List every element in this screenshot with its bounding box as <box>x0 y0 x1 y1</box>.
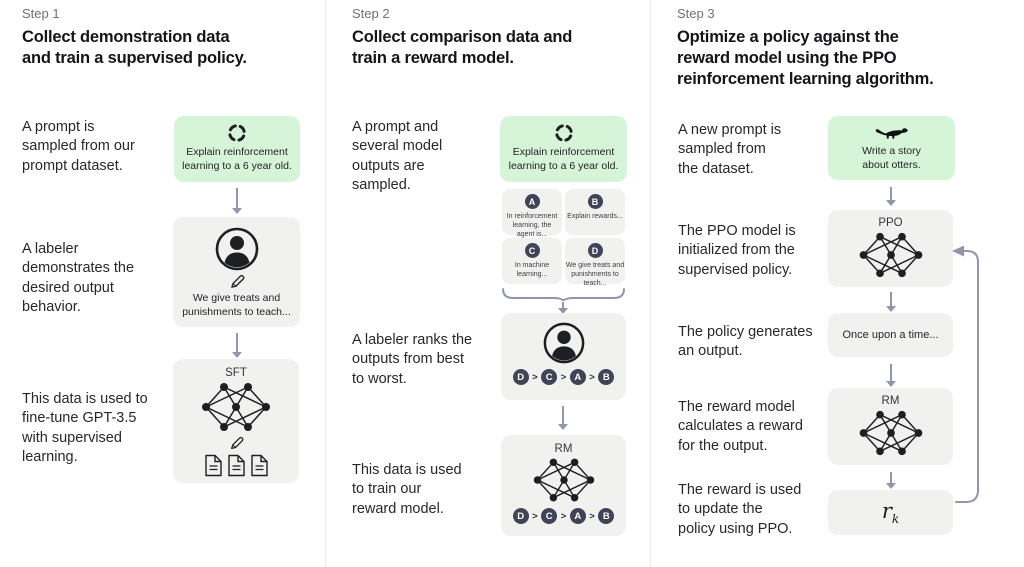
output-text: In reinforcement learning, the agent is.… <box>506 213 558 239</box>
output-letter-badge: C <box>524 243 540 258</box>
rank-badge: B <box>598 508 615 524</box>
policy-output-box: Once upon a time... <box>828 313 953 357</box>
step1-caption-prompt: A prompt is sampled from our prompt data… <box>22 119 135 174</box>
reward-value-box: rk <box>828 490 953 535</box>
step2-caption-sampled: A prompt and several model outputs are s… <box>352 119 443 194</box>
flow-arrow <box>886 292 896 312</box>
flow-arrow <box>232 333 242 358</box>
reward-value-text: rk <box>882 499 899 526</box>
rm-model-label: RM <box>881 395 900 407</box>
output-text: Explain rewards... <box>567 213 623 220</box>
output-box-d: D We give treats and punishments to teac… <box>565 238 625 287</box>
step3-caption-new-prompt: A new prompt is sampled from the dataset… <box>678 122 782 177</box>
flow-arrow <box>558 406 568 430</box>
step3-caption-update: The reward is used to update the policy … <box>678 482 802 537</box>
step2-column: Step 2 Collect comparison data and train… <box>325 0 650 567</box>
sft-model-label: SFT <box>225 367 247 379</box>
column-divider <box>325 0 326 567</box>
policy-output-text: Once upon a time... <box>842 328 939 341</box>
reward-model-box: RM D > C > A > <box>501 435 626 536</box>
step1-caption-labeler: A labeler demonstrates the desired outpu… <box>22 241 135 316</box>
prompt-box: Write a story about otters. <box>828 116 955 180</box>
network-icon <box>200 381 272 433</box>
output-letter-badge: A <box>524 194 540 209</box>
flow-arrow <box>886 472 896 489</box>
otter-icon <box>872 124 912 143</box>
labeler-person-icon <box>542 321 586 365</box>
brace-merge <box>501 287 626 301</box>
prompt-box: Explain reinforcement learning to a 6 ye… <box>174 116 300 182</box>
column-divider <box>650 0 651 567</box>
rank-gt: > <box>532 371 538 383</box>
sample-cycle-icon <box>554 123 574 143</box>
output-letter-badge: D <box>587 243 603 258</box>
pencil-icon <box>229 274 245 290</box>
step2-label: Step 2 <box>352 6 390 21</box>
step3-caption-reward: The reward model calculates a reward for… <box>678 399 803 454</box>
rm-model-label: RM <box>554 443 573 455</box>
prompt-box: Explain reinforcement learning to a 6 ye… <box>500 116 627 182</box>
labeler-box-text: We give treats and punishments to teach.… <box>182 292 291 318</box>
step3-label: Step 3 <box>677 6 715 21</box>
flow-arrow <box>886 364 896 387</box>
ppo-model-box: PPO <box>828 210 953 287</box>
rank-gt: > <box>560 371 567 383</box>
step1-title: Collect demonstration data and train a s… <box>22 28 247 68</box>
rank-badge: A <box>569 369 586 385</box>
output-box-a: A In reinforcement learning, the agent i… <box>502 189 562 238</box>
reward-subscript: k <box>891 512 900 527</box>
ranking-row: D > C > A > B <box>512 508 615 524</box>
prompt-box-text: Write a story about otters. <box>862 145 921 171</box>
step2-caption-ranks: A labeler ranks the outputs from best to… <box>352 332 473 387</box>
reward-model-box: RM <box>828 388 953 465</box>
step3-column: Step 3 Optimize a policy against the rew… <box>650 0 1024 567</box>
rank-badge: C <box>541 369 558 385</box>
ppo-model-label: PPO <box>878 217 903 229</box>
prompt-box-text: Explain reinforcement learning to a 6 ye… <box>182 146 292 172</box>
network-icon <box>858 409 924 457</box>
output-letter-badge: B <box>587 194 603 209</box>
step3-caption-output: The policy generates an output. <box>678 324 813 360</box>
step3-caption-init: The PPO model is initialized from the su… <box>678 223 796 278</box>
output-text: In machine learning... <box>514 262 550 279</box>
documents-icon <box>204 454 269 477</box>
sft-model-box: SFT <box>173 359 299 483</box>
step3-title: Optimize a policy against the reward mod… <box>677 28 934 89</box>
labeler-person-icon <box>214 226 260 272</box>
flow-arrow <box>558 302 568 314</box>
prompt-box-text: Explain reinforcement learning to a 6 ye… <box>508 146 619 172</box>
rank-gt: > <box>589 371 595 383</box>
sample-cycle-icon <box>227 123 247 143</box>
rank-gt: > <box>560 510 567 522</box>
step1-label: Step 1 <box>22 6 60 21</box>
network-icon <box>858 231 924 279</box>
labeler-box: We give treats and punishments to teach.… <box>173 217 300 327</box>
rank-badge: A <box>569 508 586 524</box>
flow-arrow <box>886 187 896 206</box>
output-text: We give treats and punishments to teach.… <box>565 262 625 288</box>
rank-gt: > <box>589 510 595 522</box>
output-box-c: C In machine learning... <box>502 238 562 284</box>
rank-gt: > <box>532 510 538 522</box>
ranking-row: D > C > A > B <box>512 369 615 385</box>
reward-var: r <box>881 498 892 523</box>
step1-column: Step 1 Collect demonstration data and tr… <box>0 0 325 567</box>
flow-arrow <box>232 188 242 214</box>
step2-title: Collect comparison data and train a rewa… <box>352 28 573 68</box>
rank-badge: D <box>512 508 529 524</box>
rank-badge: B <box>598 369 615 385</box>
output-box-b: B Explain rewards... <box>565 189 625 235</box>
pencil-icon <box>229 436 244 451</box>
step2-caption-train: This data is used to train our reward mo… <box>352 462 462 517</box>
labeler-ranking-box: D > C > A > B <box>501 313 626 400</box>
rank-badge: D <box>512 369 529 385</box>
network-icon <box>532 457 596 503</box>
ppo-feedback-loop-arrow <box>950 242 984 510</box>
step1-caption-finetune: This data is used to fine-tune GPT-3.5 w… <box>22 391 148 466</box>
rank-badge: C <box>541 508 558 524</box>
